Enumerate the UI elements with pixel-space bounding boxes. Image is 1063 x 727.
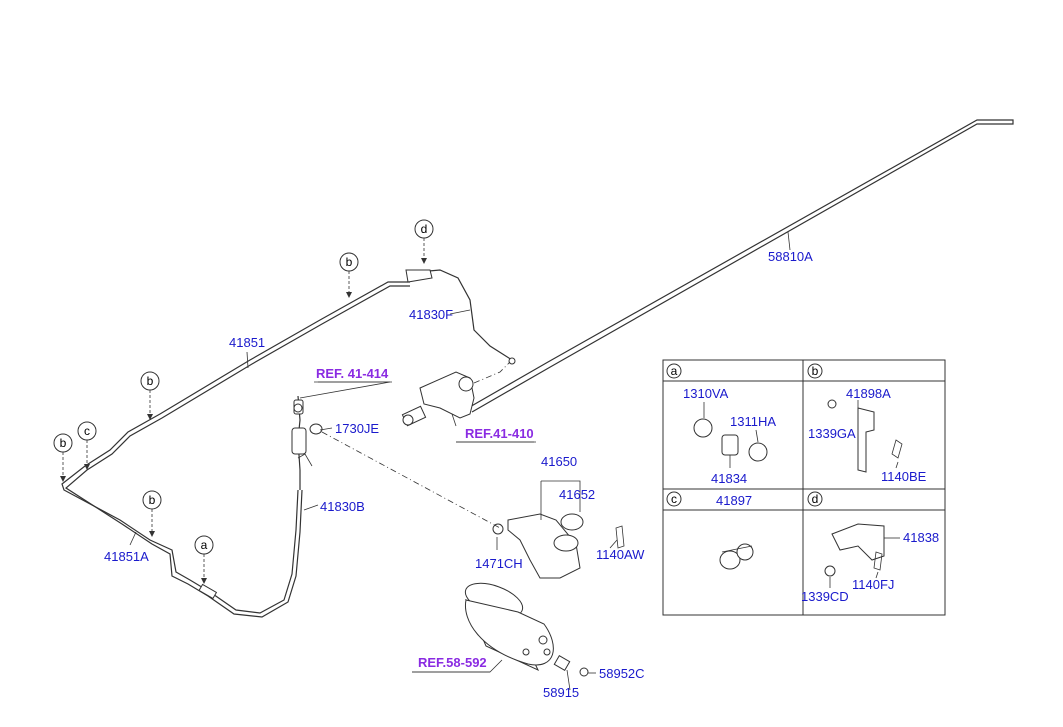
ref-41-410[interactable]: REF.41-410 <box>456 426 536 443</box>
svg-text:b: b <box>812 364 819 378</box>
reservoir-41650 <box>492 513 625 579</box>
svg-text:a: a <box>201 538 208 552</box>
svg-text:a: a <box>671 364 678 378</box>
pipe-58810a <box>467 119 1014 413</box>
label-41652: 41652 <box>559 487 595 502</box>
pipe-41851 <box>61 281 410 618</box>
svg-text:c: c <box>84 424 90 438</box>
detail-cell-b: b 41898A 1339GA 1140BE <box>807 363 927 484</box>
svg-text:b: b <box>346 255 353 269</box>
label-41897: 41897 <box>716 493 752 508</box>
ref-41-414[interactable]: REF. 41-414 <box>314 366 392 383</box>
label-58915: 58915 <box>543 685 579 700</box>
svg-text:b: b <box>60 436 67 450</box>
detail-cell-a: a 1310VA 1311HA 41834 <box>666 363 776 486</box>
label-1471ch: 1471CH <box>475 556 523 571</box>
callout-b-2: b <box>140 371 160 420</box>
callout-b-1: b <box>339 252 359 298</box>
label-1339cd: 1339CD <box>801 589 849 604</box>
label-41834: 41834 <box>711 471 747 486</box>
master-cylinder <box>401 371 475 427</box>
label-41898a: 41898A <box>846 386 891 401</box>
callout-b-4: b <box>142 490 162 537</box>
label-1140aw: 1140AW <box>596 547 645 562</box>
label-1730je: 1730JE <box>335 421 379 436</box>
label-41851a: 41851A <box>104 549 149 564</box>
svg-text:b: b <box>147 374 154 388</box>
vacuum-tank <box>464 582 589 677</box>
svg-text:c: c <box>671 492 677 506</box>
label-1339ga: 1339GA <box>808 426 856 441</box>
label-41830b: 41830B <box>320 499 365 514</box>
label-1140be: 1140BE <box>881 469 927 484</box>
ref-58-592[interactable]: REF.58-592 <box>412 655 490 673</box>
svg-text:b: b <box>149 493 156 507</box>
label-1140fj: 1140FJ <box>852 577 894 592</box>
release-cylinder <box>291 395 323 490</box>
svg-text:d: d <box>812 492 819 506</box>
detail-cell-c: c 41897 <box>666 491 754 570</box>
callout-a: a <box>194 535 214 584</box>
svg-text:d: d <box>421 222 428 236</box>
callout-b-3: b <box>53 433 73 482</box>
callout-c: c <box>77 421 97 470</box>
detail-table: a 1310VA 1311HA 41834 b 41898A 1339GA 11… <box>662 359 946 616</box>
label-1311ha: 1311HA <box>730 414 776 429</box>
svg-text:REF. 41-414: REF. 41-414 <box>316 366 389 381</box>
label-41650: 41650 <box>541 454 577 469</box>
detail-cell-d: d 41838 1140FJ 1339CD <box>801 491 939 604</box>
callout-d-main: d <box>414 219 434 264</box>
svg-text:REF.41-410: REF.41-410 <box>465 426 534 441</box>
label-58810a: 58810A <box>768 249 813 264</box>
dash-lines <box>321 361 511 529</box>
label-41838: 41838 <box>903 530 939 545</box>
svg-text:REF.58-592: REF.58-592 <box>418 655 487 670</box>
bracket-d <box>405 269 433 283</box>
label-41830f: 41830F <box>409 307 453 322</box>
label-41851: 41851 <box>229 335 265 350</box>
pipe-coupler <box>198 583 218 600</box>
label-58952c: 58952C <box>599 666 645 681</box>
label-1310va: 1310VA <box>683 386 729 401</box>
